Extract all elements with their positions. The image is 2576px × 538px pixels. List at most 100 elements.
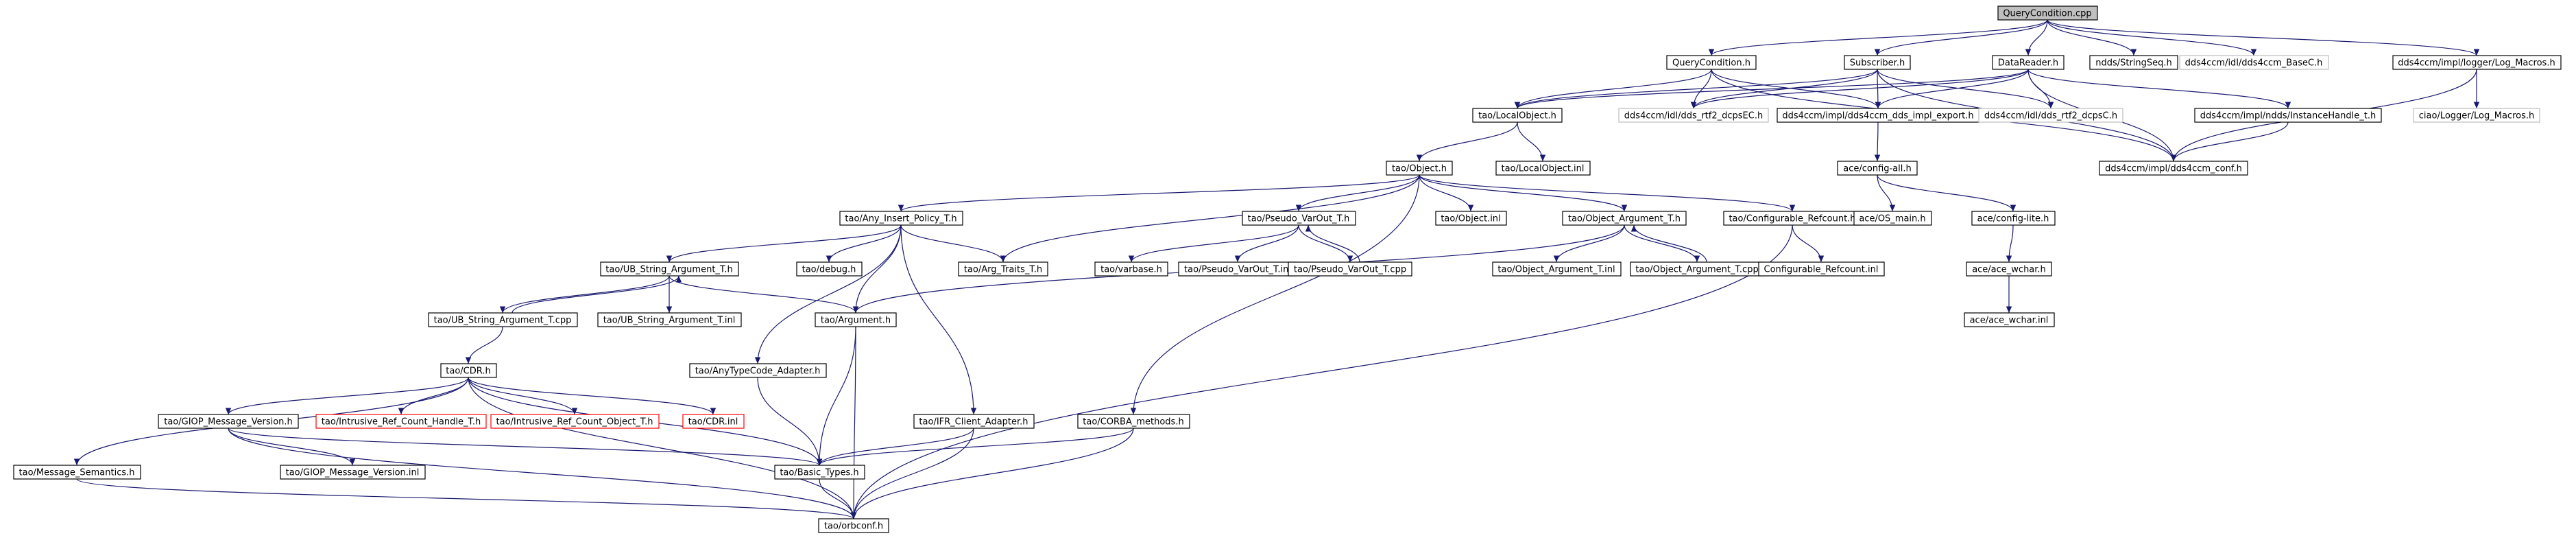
node-tao-debug-h[interactable]: tao/debug.h: [796, 261, 863, 277]
node-tao-orbconf-h[interactable]: tao/orbconf.h: [818, 518, 889, 533]
edge-n1-n7: [1514, 69, 1712, 109]
node-tao-object-argument-t-h[interactable]: tao/Object_Argument_T.h: [1562, 211, 1687, 226]
node-box: [2194, 108, 2382, 123]
node-label: ace/config-lite.h: [1977, 214, 2049, 224]
node-label: tao/LocalObject.h: [1478, 111, 1556, 121]
edge-n40-n48: [228, 428, 823, 466]
edge-n38-n49: [468, 377, 857, 519]
node-ace-config-lite-h[interactable]: ace/config-lite.h: [1971, 211, 2056, 226]
node-tao-object-argument-t-cpp[interactable]: tao/Object_Argument_T.cpp: [1630, 261, 1765, 277]
node-tao-anytypecode-adapter-h[interactable]: tao/AnyTypeCode_Adapter.h: [689, 363, 827, 378]
edge-n48-n49: [819, 478, 857, 519]
edge-n0-n3: [2025, 19, 2048, 56]
edge-n45-n49: [850, 428, 1134, 519]
node-tao-giop-message-version-h[interactable]: tao/GIOP_Message_Version.h: [158, 414, 299, 429]
node-tao-ifr-client-adapter-h[interactable]: tao/IFR_Client_Adapter.h: [913, 414, 1035, 429]
node-tao-any-insert-policy-t-h[interactable]: tao/Any_Insert_Policy_T.h: [839, 211, 963, 226]
node-dds4ccm-impl-logger-log-macros-h[interactable]: dds4ccm/impl/logger/Log_Macros.h: [2392, 55, 2562, 70]
node-box: [1997, 5, 2098, 21]
node-ace-ace-wchar-inl[interactable]: ace/ace_wchar.inl: [1964, 312, 2055, 327]
node-tao-corba-methods-h[interactable]: tao/CORBA_methods.h: [1077, 414, 1190, 429]
node-tao-ub-string-argument-t-h[interactable]: tao/UB_String_Argument_T.h: [600, 261, 739, 277]
node-box: [774, 465, 865, 480]
node-dds4ccm-impl-ndds-instancehandle-t-h[interactable]: dds4ccm/impl/ndds/InstanceHandle_t.h: [2194, 108, 2382, 123]
node-tao-message-semantics-h[interactable]: tao/Message_Semantics.h: [13, 465, 141, 480]
edge-n2-n8: [1690, 69, 1878, 109]
node-tao-cdr-h[interactable]: tao/CDR.h: [440, 363, 497, 378]
node-box: [428, 312, 578, 327]
edge-n0-n1: [1708, 19, 2048, 56]
node-box: [2413, 108, 2540, 123]
edge-n17-n44: [900, 224, 977, 415]
node-ace-os-main-h[interactable]: ace/OS_main.h: [1853, 211, 1932, 226]
node-querycondition-h[interactable]: QueryCondition.h: [1666, 55, 1757, 70]
edge-n38-n40: [225, 377, 469, 415]
edge-n13-n26: [1000, 174, 1420, 263]
node-label: ace/config-all.h: [1843, 164, 1912, 174]
node-subscriber-h[interactable]: Subscriber.h: [1844, 55, 1911, 70]
node-tao-object-inl[interactable]: tao/Object.inl: [1435, 211, 1507, 226]
node-ciao-logger-log-macros-h[interactable]: ciao/Logger/Log_Macros.h: [2413, 108, 2540, 123]
edge-n2-n7: [1514, 69, 1878, 109]
node-dds4ccm-idl-dds-rtf2-dcpsec-h[interactable]: dds4ccm/idl/dds_rtf2_dcpsEC.h: [1618, 108, 1769, 123]
edge-n24-n34: [499, 275, 670, 314]
edge-n13-n45: [1130, 174, 1420, 415]
node-ace-ace-wchar-h[interactable]: ace/ace_wchar.h: [1966, 261, 2052, 277]
node-label: tao/Intrusive_Ref_Count_Handle_T.h: [322, 417, 481, 428]
edge-n36-n49: [850, 326, 857, 519]
node-box: [315, 414, 487, 429]
node-box: [818, 518, 889, 533]
edge-n18-n28: [1234, 224, 1299, 263]
node-tao-giop-message-version-inl[interactable]: tao/GIOP_Message_Version.inl: [280, 465, 426, 480]
node-label: ciao/Logger/Log_Macros.h: [2419, 111, 2534, 121]
node-label: tao/Object_Argument_T.inl: [1497, 265, 1615, 275]
node-label: dds4ccm/idl/dds_rtf2_dcpsC.h: [1984, 111, 2117, 121]
node-tao-intrusive-ref-count-handle-t-h[interactable]: tao/Intrusive_Ref_Count_Handle_T.h: [315, 414, 487, 429]
edge-n20-n31: [1624, 224, 1700, 263]
node-box: [1077, 414, 1190, 429]
node-box: [1837, 161, 1918, 176]
node-tao-intrusive-ref-count-object-t-h[interactable]: tao/Intrusive_Ref_Count_Object_T.h: [490, 414, 660, 429]
node-tao-ub-string-argument-t-inl[interactable]: tao/UB_String_Argument_T.inl: [597, 312, 742, 327]
node-tao-configurable-refcount-h[interactable]: tao/Configurable_Refcount.h: [1723, 211, 1862, 226]
node-datareader-h[interactable]: DataReader.h: [1992, 55, 2065, 70]
node-tao-pseudo-varout-t-inl[interactable]: tao/Pseudo_VarOut_T.inl: [1178, 261, 1297, 277]
node-configurable-refcount-inl[interactable]: Configurable_Refcount.inl: [1758, 261, 1885, 277]
node-box: [913, 414, 1035, 429]
node-dds4ccm-impl-dds4ccm-conf-h[interactable]: dds4ccm/impl/dds4ccm_conf.h: [2099, 161, 2248, 176]
node-box: [815, 312, 897, 327]
node-label: Configurable_Refcount.inl: [1764, 265, 1879, 275]
node-ndds-stringseq-h[interactable]: ndds/StringSeq.h: [2089, 55, 2178, 70]
node-box: [280, 465, 426, 480]
node-box: [440, 363, 497, 378]
node-box: [158, 414, 299, 429]
node-tao-arg-traits-t-h[interactable]: tao/Arg_Traits_T.h: [958, 261, 1048, 277]
node-tao-localobject-inl[interactable]: tao/LocalObject.inl: [1495, 161, 1591, 176]
node-dds4ccm-idl-dds4ccm-basec-h[interactable]: dds4ccm/idl/dds4ccm_BaseC.h: [2179, 55, 2329, 70]
node-tao-object-argument-t-inl[interactable]: tao/Object_Argument_T.inl: [1492, 261, 1622, 277]
node-box: [682, 414, 745, 429]
node-tao-basic-types-h[interactable]: tao/Basic_Types.h: [774, 465, 865, 480]
node-label: tao/Argument.h: [821, 316, 891, 326]
node-tao-argument-h[interactable]: tao/Argument.h: [815, 312, 897, 327]
node-tao-cdr-inl[interactable]: tao/CDR.inl: [682, 414, 745, 429]
node-tao-ub-string-argument-t-cpp[interactable]: tao/UB_String_Argument_T.cpp: [428, 312, 578, 327]
node-label: QueryCondition.cpp: [2003, 9, 2091, 19]
node-dds4ccm-impl-dds4ccm-dds-impl-export-h[interactable]: dds4ccm/impl/dds4ccm_dds_impl_export.h: [1777, 108, 1980, 123]
node-label: dds4ccm/impl/ndds/InstanceHandle_t.h: [2200, 111, 2376, 121]
node-box: [958, 261, 1048, 277]
node-tao-varbase-h[interactable]: tao/varbase.h: [1094, 261, 1168, 277]
node-tao-pseudo-varout-t-cpp[interactable]: tao/Pseudo_VarOut_T.cpp: [1288, 261, 1412, 277]
node-tao-localobject-h[interactable]: tao/LocalObject.h: [1472, 108, 1563, 123]
edge-n3-n9: [1875, 69, 2029, 109]
edge-n2-n9: [1875, 69, 1881, 109]
edge-n3-n8: [1690, 69, 2029, 109]
node-tao-object-h[interactable]: tao/Object.h: [1386, 161, 1453, 176]
node-tao-pseudo-varout-t-h[interactable]: tao/Pseudo_VarOut_T.h: [1242, 211, 1356, 226]
node-label: ace/ace_wchar.h: [1972, 265, 2046, 275]
node-label: tao/UB_String_Argument_T.inl: [603, 316, 736, 326]
node-dds4ccm-idl-dds-rtf2-dcpsc-h[interactable]: dds4ccm/idl/dds_rtf2_dcpsC.h: [1978, 108, 2123, 123]
node-box: [2392, 55, 2562, 70]
edge-n17-n36: [852, 224, 902, 314]
node-ace-config-all-h[interactable]: ace/config-all.h: [1837, 161, 1918, 176]
